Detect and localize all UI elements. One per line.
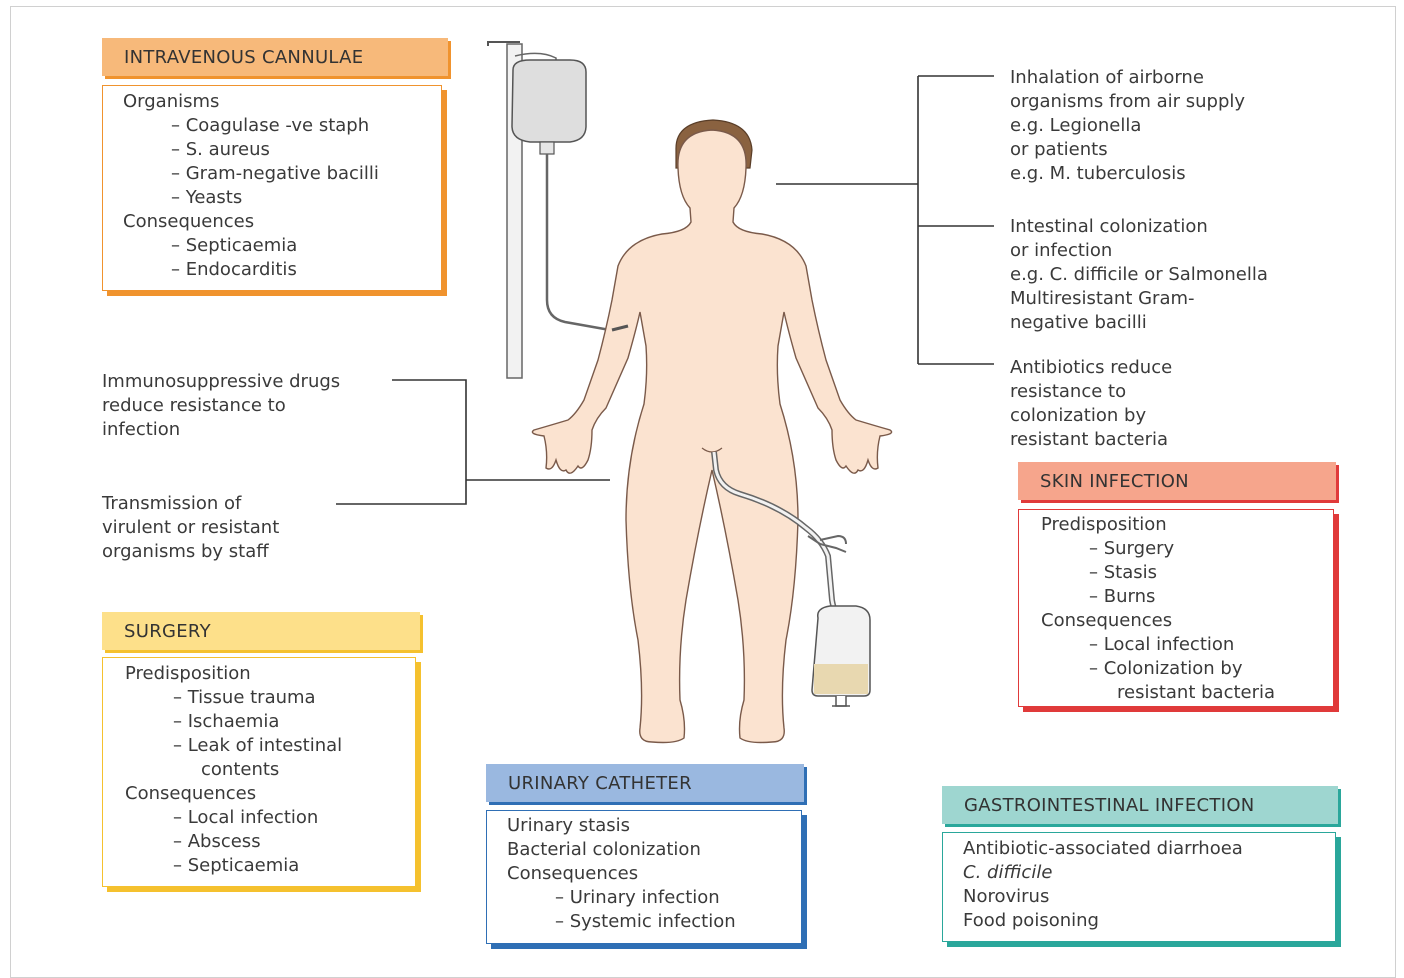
urinary-line: Consequences [507, 862, 801, 886]
skin-line: Predisposition [1041, 513, 1333, 537]
intestinal-line: Intestinal colonization [1010, 215, 1268, 239]
iv-drip-illustration [488, 42, 624, 378]
transmission-line: organisms by staff [102, 540, 279, 564]
immuno-line: reduce resistance to [102, 394, 340, 418]
urinary-line: – Systemic infection [507, 910, 801, 934]
antibiotics-line: Antibiotics reduce [1010, 356, 1172, 380]
iv-cannulae-header: INTRAVENOUS CANNULAE [102, 38, 448, 76]
antibiotics-line: resistance to [1010, 380, 1172, 404]
iv-line: – Coagulase -ve staph [123, 114, 441, 138]
surgery-line: Consequences [125, 782, 415, 806]
immuno-line: infection [102, 418, 340, 442]
iv-line: – Septicaemia [123, 234, 441, 258]
skin-line: – Colonization by [1041, 657, 1333, 681]
skin-infection-header: SKIN INFECTION [1018, 462, 1336, 500]
iv-line: – Endocarditis [123, 258, 441, 282]
urinary-catheter-title: URINARY CATHETER [508, 773, 692, 794]
surgery-line: – Abscess [125, 830, 415, 854]
intestinal-line: or infection [1010, 239, 1268, 263]
inhalation-line: e.g. M. tuberculosis [1010, 162, 1245, 186]
surgery-header: SURGERY [102, 612, 420, 650]
iv-line: – Yeasts [123, 186, 441, 210]
intestinal-line: negative bacilli [1010, 311, 1268, 335]
inhalation-line: organisms from air supply [1010, 90, 1245, 114]
antibiotics-line: colonization by [1010, 404, 1172, 428]
iv-line: Organisms [123, 90, 441, 114]
antibiotics-label: Antibiotics reduce resistance to coloniz… [1010, 356, 1172, 452]
transmission-line: virulent or resistant [102, 516, 279, 540]
gi-infection-box: Antibiotic-associated diarrhoea C. diffi… [942, 832, 1336, 942]
surgery-line: – Septicaemia [125, 854, 415, 878]
skin-line: resistant bacteria [1041, 681, 1333, 705]
gi-line: Antibiotic-associated diarrhoea [963, 837, 1335, 861]
skin-line: Consequences [1041, 609, 1333, 633]
surgery-line: – Tissue trauma [125, 686, 415, 710]
skin-infection-box: Predisposition – Surgery – Stasis – Burn… [1018, 509, 1334, 707]
skin-line: – Local infection [1041, 633, 1333, 657]
urinary-catheter-header: URINARY CATHETER [486, 764, 804, 802]
surgery-line: – Leak of intestinal [125, 734, 415, 758]
iv-cannulae-box: Organisms – Coagulase -ve staph – S. aur… [102, 85, 442, 291]
intestinal-line: e.g. C. difficile or Salmonella [1010, 263, 1268, 287]
inhalation-label: Inhalation of airborne organisms from ai… [1010, 66, 1245, 186]
gi-infection-title: GASTROINTESTINAL INFECTION [964, 795, 1255, 816]
inhalation-line: or patients [1010, 138, 1245, 162]
intestinal-label: Intestinal colonization or infection e.g… [1010, 215, 1268, 335]
urinary-catheter-box: Urinary stasis Bacterial colonization Co… [486, 810, 802, 944]
surgery-line: contents [125, 758, 415, 782]
immunosuppressive-label: Immunosuppressive drugs reduce resistanc… [102, 370, 340, 442]
inhalation-line: e.g. Legionella [1010, 114, 1245, 138]
urinary-line: Bacterial colonization [507, 838, 801, 862]
surgery-line: – Local infection [125, 806, 415, 830]
surgery-line: Predisposition [125, 662, 415, 686]
iv-line: Consequences [123, 210, 441, 234]
gi-infection-header: GASTROINTESTINAL INFECTION [942, 786, 1338, 824]
skin-line: – Burns [1041, 585, 1333, 609]
intestinal-line: Multiresistant Gram- [1010, 287, 1268, 311]
inhalation-line: Inhalation of airborne [1010, 66, 1245, 90]
transmission-line: Transmission of [102, 492, 279, 516]
surgery-line: – Ischaemia [125, 710, 415, 734]
iv-line: – S. aureus [123, 138, 441, 162]
skin-line: – Surgery [1041, 537, 1333, 561]
gi-line: Norovirus [963, 885, 1335, 909]
gi-line: C. difficile [963, 861, 1335, 885]
urinary-line: – Urinary infection [507, 886, 801, 910]
gi-line: Food poisoning [963, 909, 1335, 933]
iv-line: – Gram-negative bacilli [123, 162, 441, 186]
iv-cannulae-title: INTRAVENOUS CANNULAE [124, 47, 363, 68]
skin-infection-title: SKIN INFECTION [1040, 471, 1189, 492]
urinary-line: Urinary stasis [507, 814, 801, 838]
skin-line: – Stasis [1041, 561, 1333, 585]
transmission-label: Transmission of virulent or resistant or… [102, 492, 279, 564]
immuno-line: Immunosuppressive drugs [102, 370, 340, 394]
surgery-box: Predisposition – Tissue trauma – Ischaem… [102, 657, 416, 887]
antibiotics-line: resistant bacteria [1010, 428, 1172, 452]
surgery-title: SURGERY [124, 621, 211, 642]
